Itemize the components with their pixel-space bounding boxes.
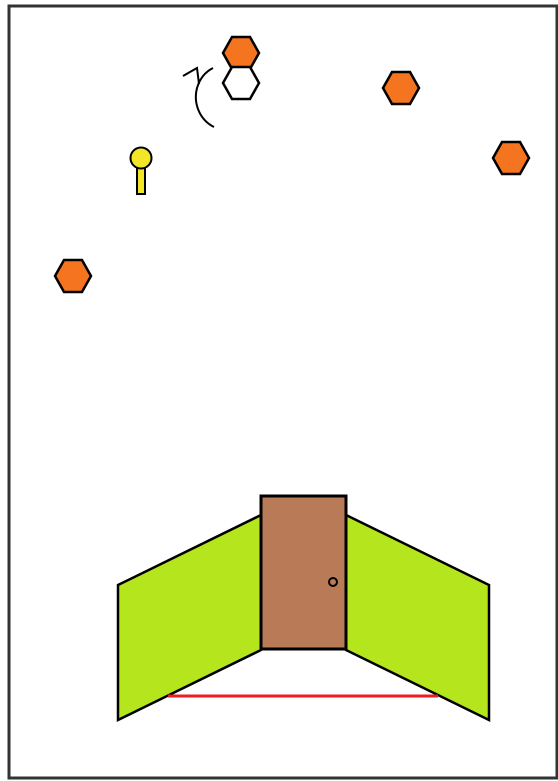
ghost-hexagon-icon <box>223 67 259 99</box>
door-knob <box>329 578 337 586</box>
coin-hexagon-icon[interactable] <box>493 142 529 174</box>
coin-hexagon-icon[interactable] <box>383 72 419 104</box>
coin-hexagon-icon[interactable] <box>55 260 91 292</box>
coin-hexagon-icon[interactable] <box>223 37 259 69</box>
exit-door[interactable] <box>261 496 346 649</box>
